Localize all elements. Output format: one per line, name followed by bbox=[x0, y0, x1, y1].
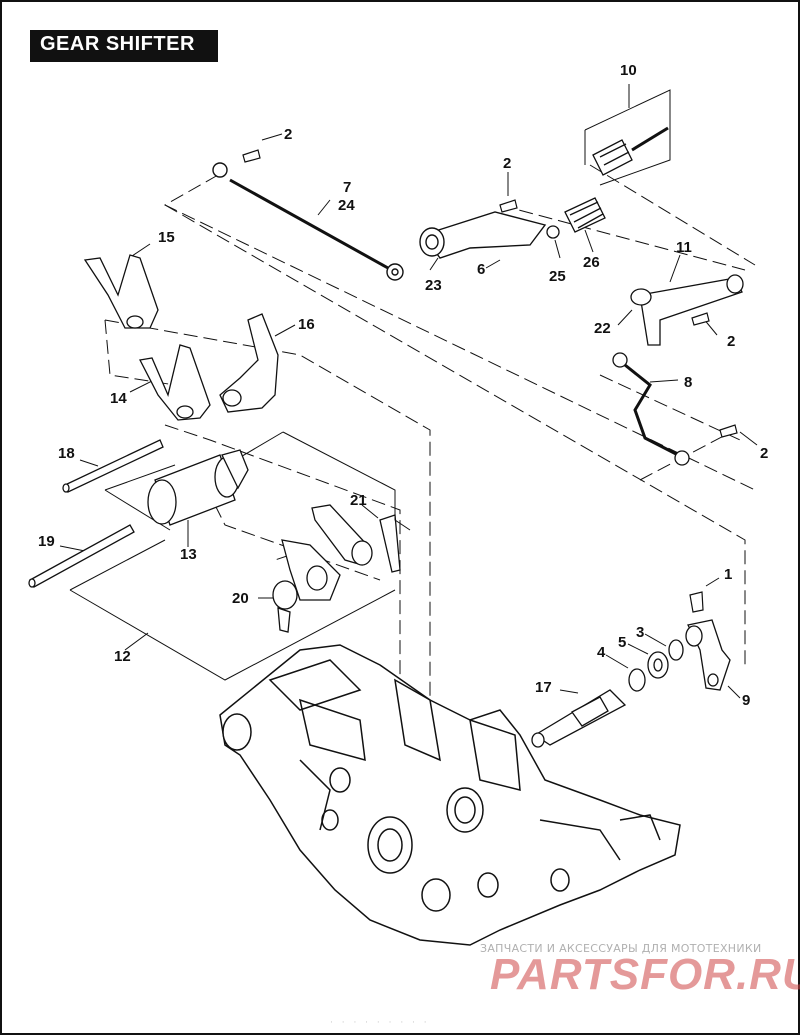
footer-dots: · · · · · · · · · bbox=[330, 1018, 430, 1028]
watermark-tagline: ЗАПЧАСТИ И АКСЕССУАРЫ ДЛЯ МОТОТЕХНИКИ bbox=[480, 942, 762, 955]
callout-10: 10 bbox=[620, 62, 637, 79]
watermark-logo: PARTSFOR.RU bbox=[490, 950, 800, 999]
callout-20: 20 bbox=[232, 590, 249, 607]
callout-8: 8 bbox=[684, 374, 693, 391]
shift-drum bbox=[147, 449, 249, 526]
callout-6: 6 bbox=[477, 261, 486, 278]
callout-11: 11 bbox=[676, 239, 692, 256]
shift-forks bbox=[83, 254, 279, 421]
callout-2: 2 bbox=[727, 333, 736, 350]
callout-19: 19 bbox=[38, 533, 55, 550]
callout-12: 12 bbox=[114, 648, 131, 665]
callout-7: 7 bbox=[343, 179, 352, 196]
callout-2: 2 bbox=[503, 155, 512, 172]
callout-22: 22 bbox=[594, 320, 611, 337]
callout-9: 9 bbox=[742, 692, 751, 709]
callout-2: 2 bbox=[760, 445, 769, 462]
title-banner bbox=[30, 30, 218, 62]
callout-2: 2 bbox=[284, 126, 293, 143]
page-title: GEAR SHIFTER bbox=[40, 33, 195, 55]
callout-18: 18 bbox=[58, 445, 75, 462]
heel-shift-lever bbox=[630, 274, 744, 346]
screws bbox=[242, 149, 738, 613]
callout-1: 1 bbox=[724, 566, 733, 583]
callout-17: 17 bbox=[535, 679, 552, 696]
shifter-lever bbox=[419, 211, 547, 259]
callout-3: 3 bbox=[636, 624, 645, 641]
shifter-shaft-assembly bbox=[531, 619, 731, 748]
callout-15: 15 bbox=[158, 229, 175, 246]
callout-26: 26 bbox=[583, 254, 600, 271]
linkage-rod bbox=[612, 352, 690, 466]
callout-13: 13 bbox=[180, 546, 197, 563]
callout-14: 14 bbox=[110, 390, 127, 407]
footpegs bbox=[546, 126, 669, 239]
crankcase bbox=[219, 644, 681, 946]
callout-24: 24 bbox=[338, 197, 355, 214]
callout-25: 25 bbox=[549, 268, 566, 285]
callout-5: 5 bbox=[618, 634, 627, 651]
shift-rod bbox=[212, 162, 404, 281]
fork-shafts bbox=[28, 439, 164, 588]
callout-21: 21 bbox=[350, 492, 367, 509]
callout-4: 4 bbox=[597, 644, 606, 661]
callout-16: 16 bbox=[298, 316, 315, 333]
pawl-and-detent bbox=[272, 504, 401, 633]
callout-23: 23 bbox=[425, 277, 442, 294]
